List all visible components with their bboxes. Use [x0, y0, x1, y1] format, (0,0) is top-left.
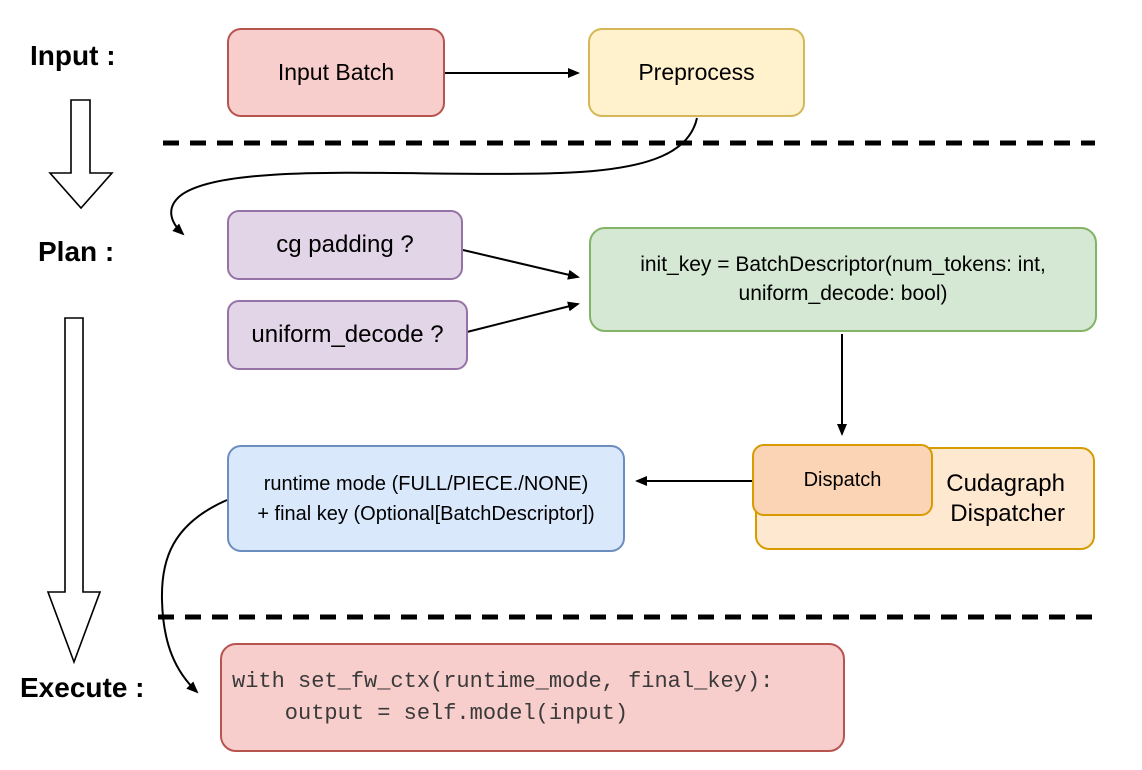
node-cudagraph-line2: Dispatcher — [950, 499, 1065, 527]
node-init-key-line1: init_key = BatchDescriptor(num_tokens: i… — [640, 253, 1046, 277]
node-cg-padding: cg padding ? — [227, 210, 463, 280]
node-cg-padding-label: cg padding ? — [276, 230, 414, 258]
code-line-1: with set_fw_ctx(runtime_mode, final_key)… — [232, 668, 774, 694]
node-input-batch: Input Batch — [227, 28, 445, 117]
arrow-uniform-decode-to-init-key — [462, 301, 580, 334]
arrow-runtime-mode-to-execute-code — [160, 499, 228, 694]
node-execute-code: with set_fw_ctx(runtime_mode, final_key)… — [220, 643, 845, 752]
node-preprocess-label: Preprocess — [638, 58, 755, 85]
node-uniform-decode: uniform_decode ? — [227, 300, 468, 370]
stage-label-plan: Plan : — [38, 236, 115, 267]
node-uniform-decode-label: uniform_decode ? — [251, 320, 444, 348]
node-init-key-line2: uniform_decode: bool) — [738, 281, 948, 305]
node-runtime-mode: runtime mode (FULL/PIECE./NONE) + final … — [227, 445, 625, 552]
stage-label-execute: Execute : — [20, 672, 145, 703]
node-dispatch-label: Dispatch — [803, 468, 882, 491]
node-input-batch-label: Input Batch — [277, 58, 395, 85]
hollow-arrow-plan-to-execute — [46, 317, 102, 665]
node-dispatch: Dispatch — [752, 444, 933, 516]
arrow-preprocess-to-cg-padding — [170, 117, 698, 236]
code-line-2: output = self.model(input) — [232, 700, 629, 726]
node-preprocess: Preprocess — [588, 28, 805, 117]
node-init-key: init_key = BatchDescriptor(num_tokens: i… — [589, 227, 1097, 332]
stage-label-input: Input : — [30, 40, 116, 71]
node-runtime-line1: runtime mode (FULL/PIECE./NONE) — [263, 472, 589, 495]
hollow-arrow-input-to-plan — [48, 99, 114, 210]
node-runtime-line2: + final key (Optional[BatchDescriptor]) — [257, 502, 595, 525]
node-cudagraph-line1: Cudagraph — [946, 469, 1065, 497]
arrow-cg-padding-to-init-key — [462, 249, 580, 280]
